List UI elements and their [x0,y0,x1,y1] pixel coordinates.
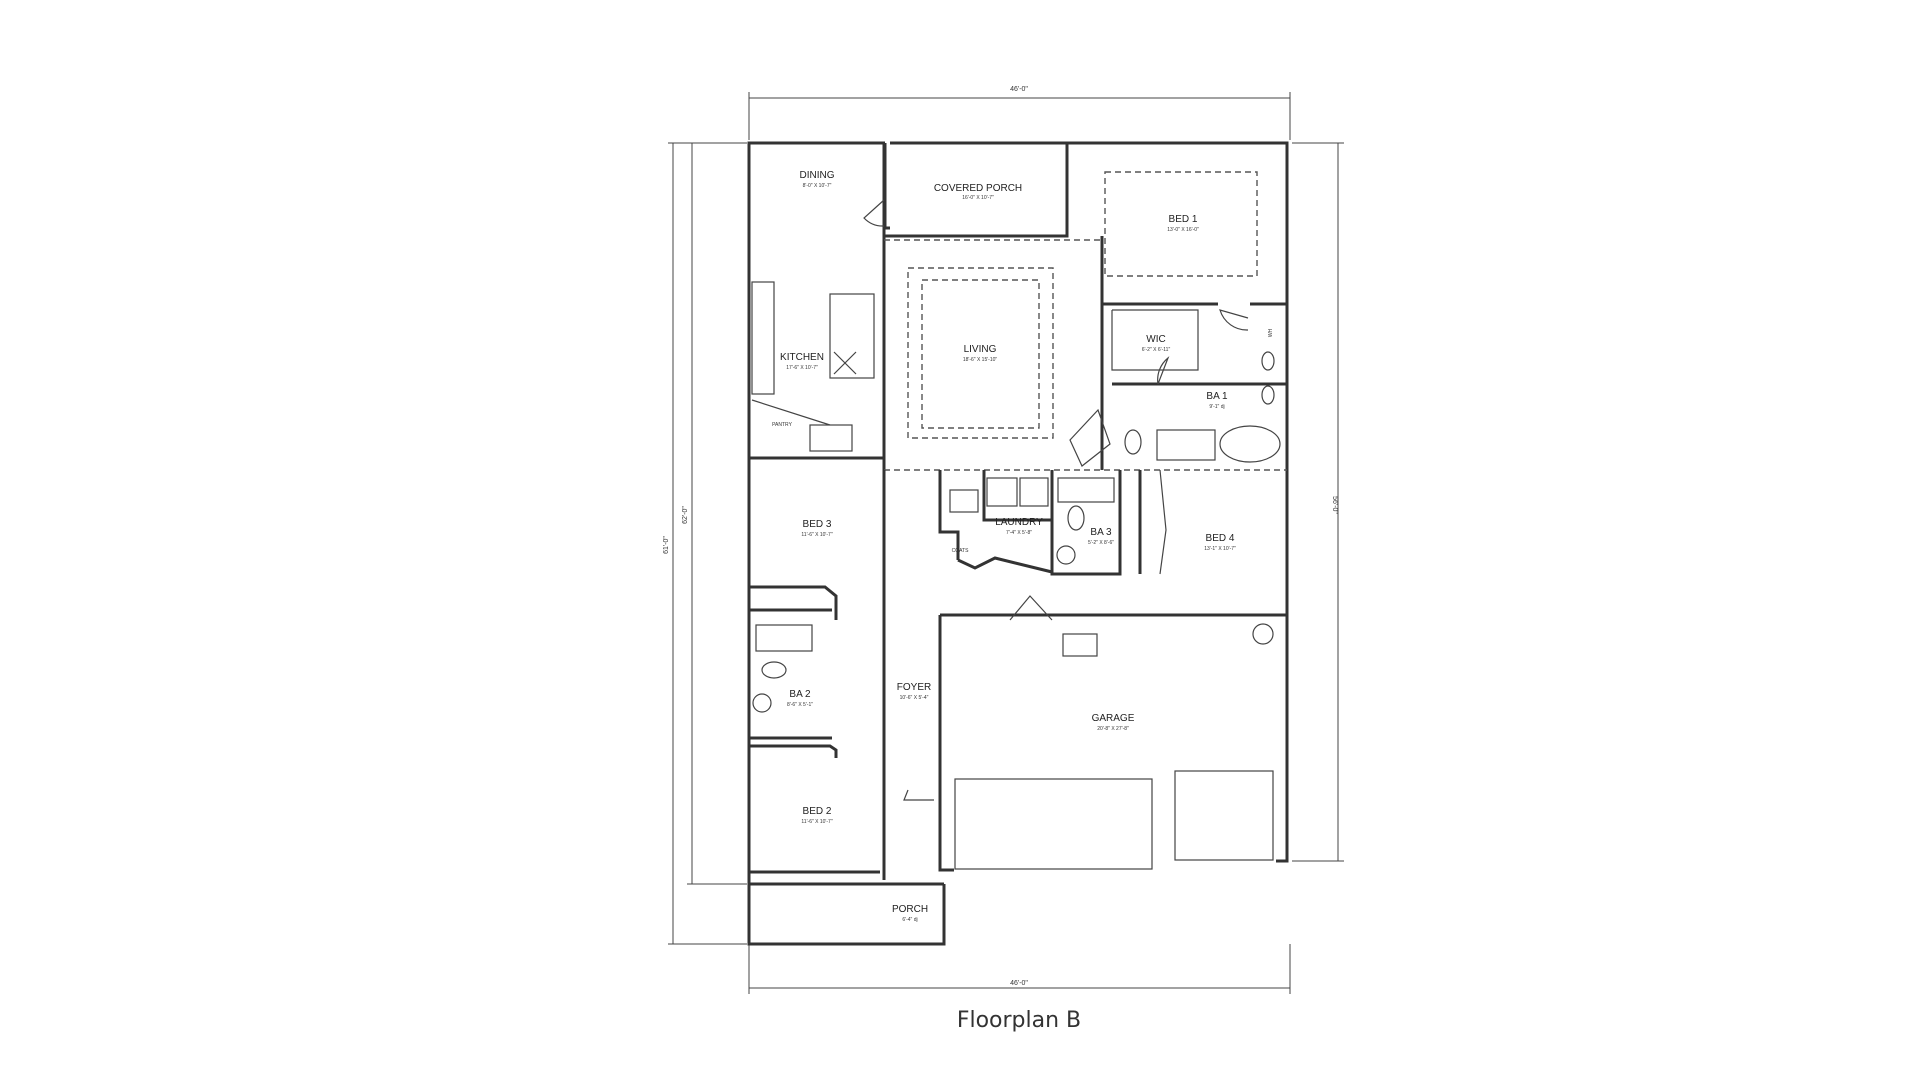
label-ba2: BA 2 [789,689,811,700]
size-bed1: 13'-0" X 16'-0" [1167,227,1199,233]
label-pantry: PANTRY [772,422,792,428]
size-ba2: 8'-6" X 5'-1" [787,702,813,708]
size-wic: 6'-2" X 6'-11" [1142,347,1171,353]
label-porch: PORCH [892,904,928,915]
interior-walls [749,143,1287,880]
label-wic: WIC [1146,334,1165,345]
size-porch: 6'-4" dj [902,917,917,923]
size-laundry: 7'-4" X 5'-8" [1006,530,1032,536]
size-ba1: 9'-1" dj [1209,404,1224,410]
room-labels: DINING 8'-0" X 10'-7" COVERED PORCH 16'-… [772,170,1274,923]
ceiling-features [884,171,1258,439]
size-living: 18'-6" X 15'-10" [963,357,998,363]
dim-bottom-label: 46'-0" [1010,980,1028,987]
label-foyer: FOYER [897,682,931,693]
kitchen-fixtures [751,281,875,452]
size-garage: 20'-8" X 27'-8" [1097,726,1129,732]
label-dining: DINING [800,170,835,181]
dim-left-inner-label: 62'-0" [682,506,689,524]
size-bed2: 11'-6" X 10'-7" [801,819,832,825]
size-foyer: 10'-6" X 5'-4" [900,695,929,701]
dimension-lines [668,92,1344,994]
label-bed3: BED 3 [803,519,832,530]
garage-doors [954,623,1274,870]
label-ba3: BA 3 [1090,527,1112,538]
bath-fixtures [752,351,1281,713]
size-dining: 8'-0" X 10'-7" [803,183,832,189]
label-covered-porch: COVERED PORCH [934,183,1022,194]
label-water-heater: WH [1268,328,1274,337]
dim-left-outer-label: 61'-0" [663,536,670,554]
label-bed4: BED 4 [1206,533,1235,544]
label-kitchen: KITCHEN [780,352,824,363]
label-living: LIVING [964,344,997,355]
label-laundry: LAUNDRY [995,517,1043,528]
size-bed4: 13'-1" X 10'-7" [1204,546,1236,552]
label-bed2: BED 2 [803,806,832,817]
size-bed3: 11'-6" X 10'-7" [801,532,832,538]
size-covered-porch: 16'-0" X 10'-7" [962,195,994,201]
dim-right-label: 56'-0" [1331,496,1338,514]
size-kitchen: 17'-6" X 10'-7" [786,365,818,371]
label-coats: COATS [952,548,970,554]
label-ba1: BA 1 [1206,391,1228,402]
label-bed1: BED 1 [1169,214,1198,225]
label-garage: GARAGE [1092,713,1135,724]
floorplan-caption: Floorplan B [957,1008,1081,1033]
dim-top-label: 46'-0" [1010,86,1028,93]
size-ba3: 5'-2" X 8'-6" [1088,540,1114,546]
door-swings [863,199,1249,801]
